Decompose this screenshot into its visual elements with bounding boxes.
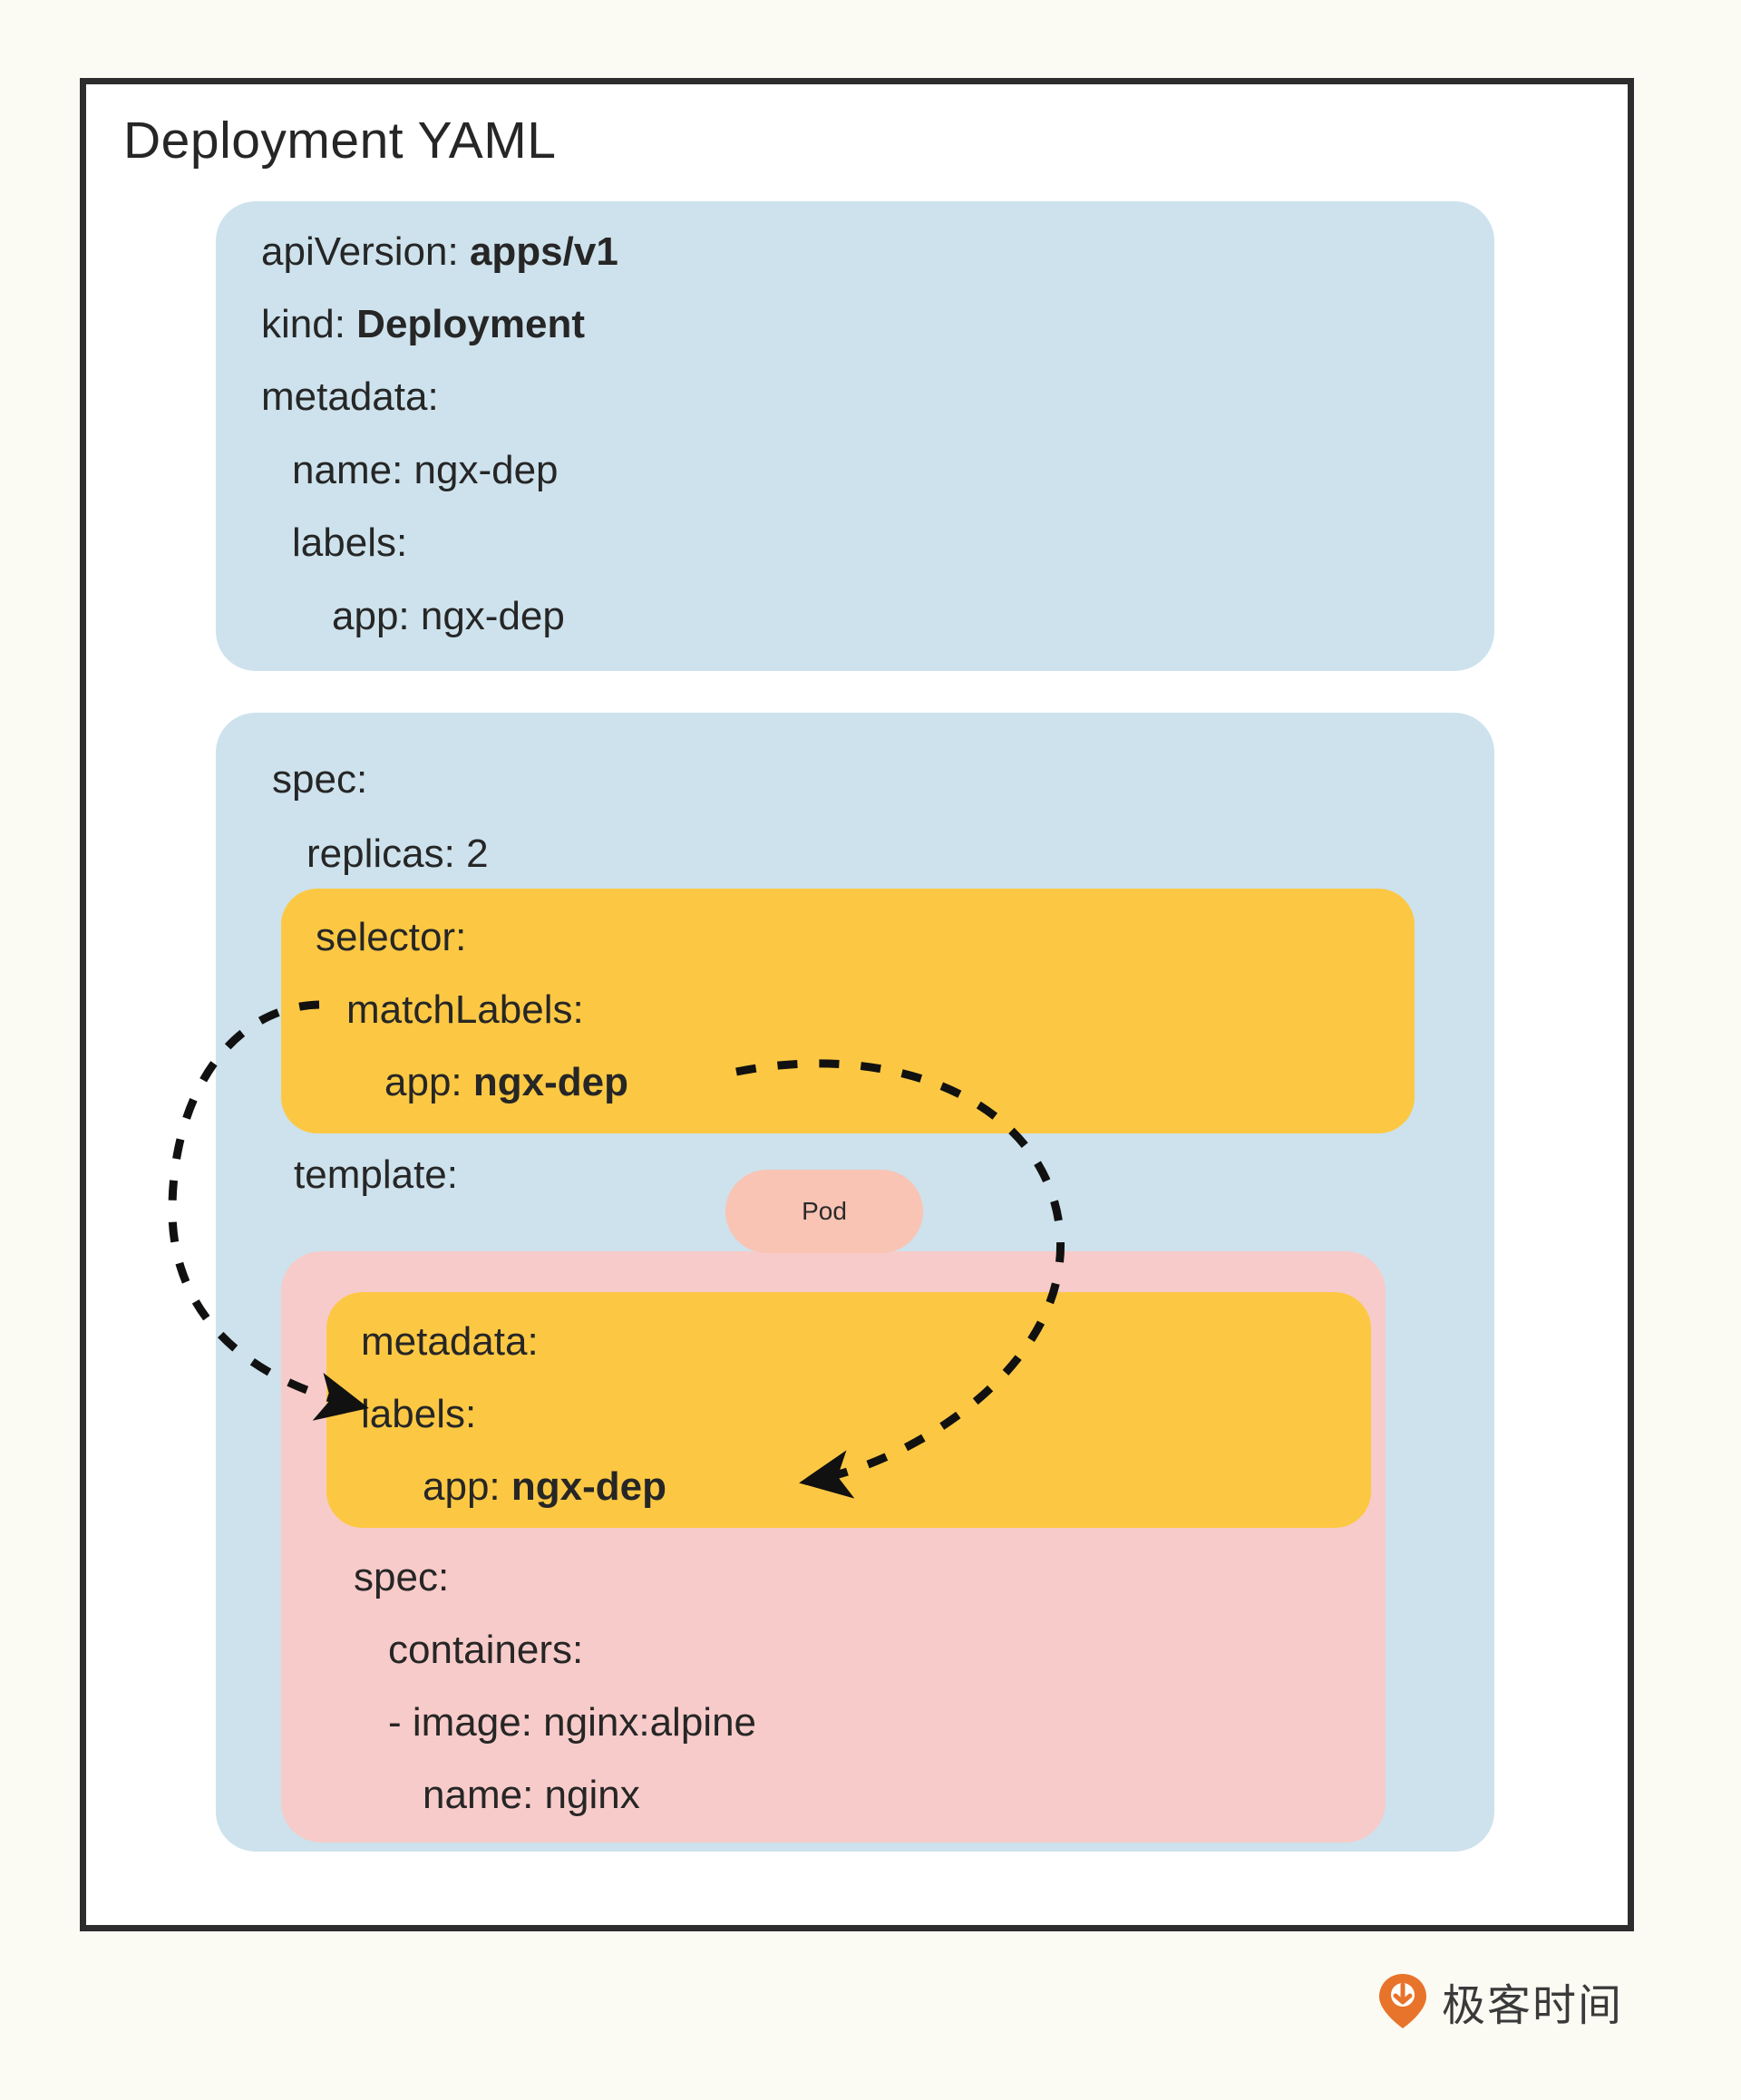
yaml-line-container-name: name: nginx [423,1773,640,1817]
logo-text: 极客时间 [1442,1982,1624,2030]
yaml-line-spec: spec: [272,757,368,802]
yaml-line-selector: selector: [316,915,467,959]
yaml-line-metadata-labels: labels: [292,520,408,565]
yaml-line-pod-app: app: ngx-dep [423,1464,666,1509]
pod-badge: Pod [725,1170,923,1253]
yaml-line-metadata-app: app: ngx-dep [332,594,565,638]
geektime-pin-icon [1379,1974,1426,2028]
yaml-line-selector-app: app: ngx-dep [384,1060,628,1104]
yaml-line-metadata: metadata: [261,374,439,419]
yaml-line-pod-metadata: metadata: [361,1319,539,1364]
yaml-line-kind: kind: Deployment [261,302,585,346]
yaml-line-containers: containers: [388,1628,584,1672]
metadata-block [216,201,1494,671]
yaml-line-pod-spec: spec: [354,1555,450,1599]
yaml-line-matchlabels: matchLabels: [346,987,584,1032]
yaml-line-metadata-name: name: ngx-dep [292,448,559,492]
yaml-line-image: - image: nginx:alpine [388,1700,757,1745]
yaml-line-apiversion: apiVersion: apps/v1 [261,229,618,274]
yaml-line-replicas: replicas: 2 [306,831,489,876]
page-title: Deployment YAML [123,112,557,170]
yaml-line-pod-labels: labels: [361,1392,477,1436]
brand-logo: 极客时间 [1376,1969,1623,2033]
yaml-line-template: template: [294,1152,458,1197]
